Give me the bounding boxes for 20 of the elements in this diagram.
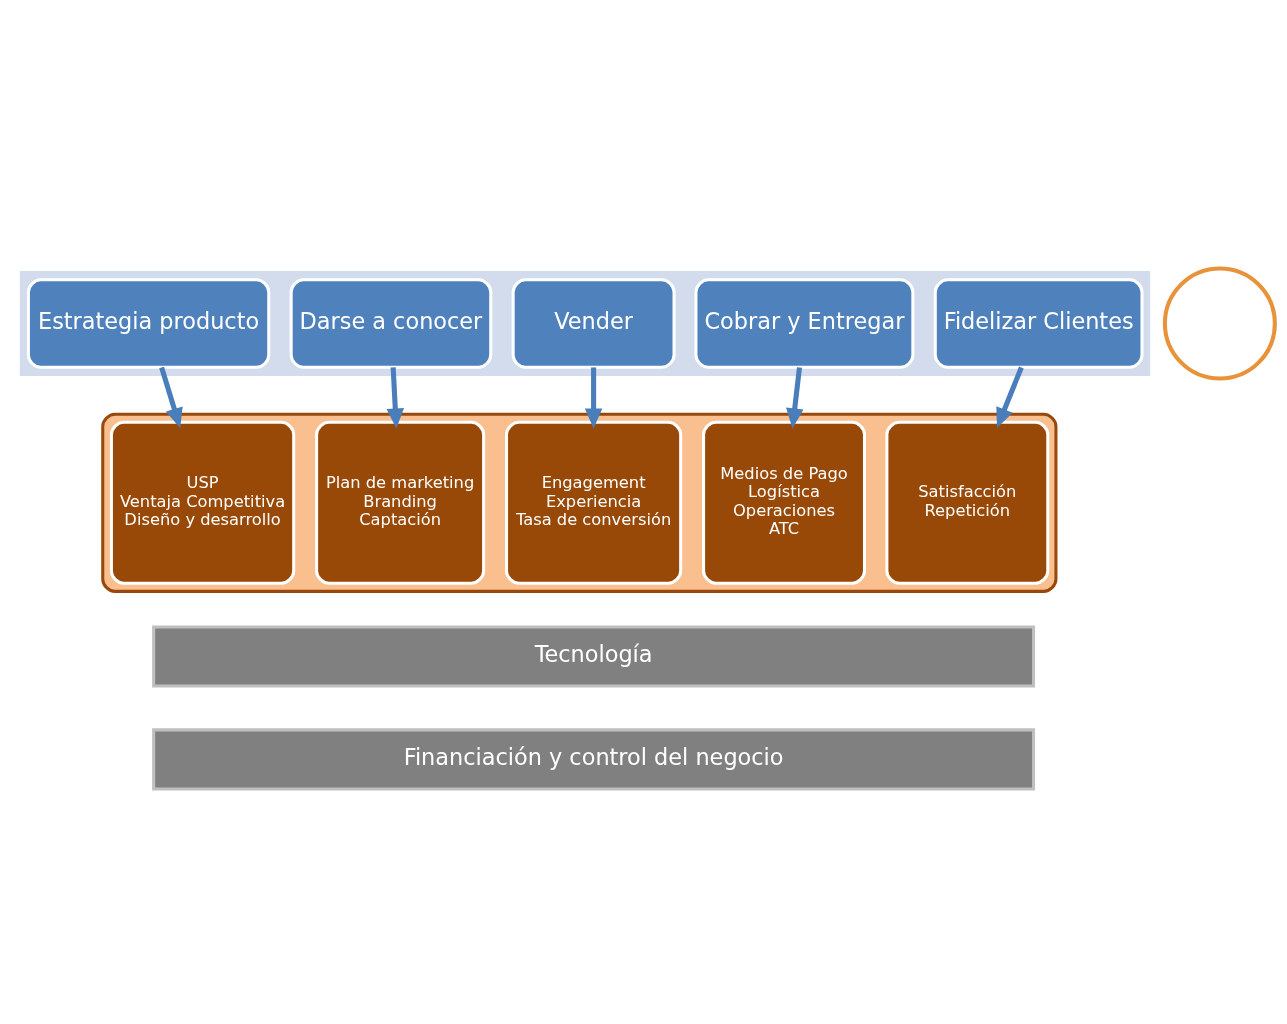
- arrow: [996, 366, 1024, 429]
- node-circle: [1162, 266, 1277, 381]
- node-box: USP Ventaja Competitiva Diseño y desarrollo: [109, 420, 296, 585]
- node-box: Plan de marketing Branding Captación: [315, 420, 486, 585]
- arrow: [584, 367, 603, 429]
- cluster: [19, 271, 1151, 376]
- cluster: [101, 412, 1058, 593]
- node-box: Fidelizar Clientes: [933, 278, 1144, 369]
- node-box: Cobrar y Entregar: [694, 278, 915, 369]
- arrow: [786, 367, 804, 429]
- node-box: Tecnología: [152, 625, 1036, 688]
- node-box: Satisfacción Repetición: [885, 420, 1050, 585]
- node-box: Medios de Pago Logística Operaciones ATC: [702, 420, 866, 585]
- node-box: Vender: [511, 278, 676, 369]
- node-box: Darse a conocer: [289, 278, 493, 369]
- node-box: Financiación y control del negocio: [152, 728, 1036, 791]
- arrow: [386, 367, 405, 429]
- arrow: [159, 366, 183, 429]
- node-box: Engagement Experiencia Tasa de conversión: [505, 420, 683, 585]
- node-box: Estrategia producto: [26, 278, 271, 369]
